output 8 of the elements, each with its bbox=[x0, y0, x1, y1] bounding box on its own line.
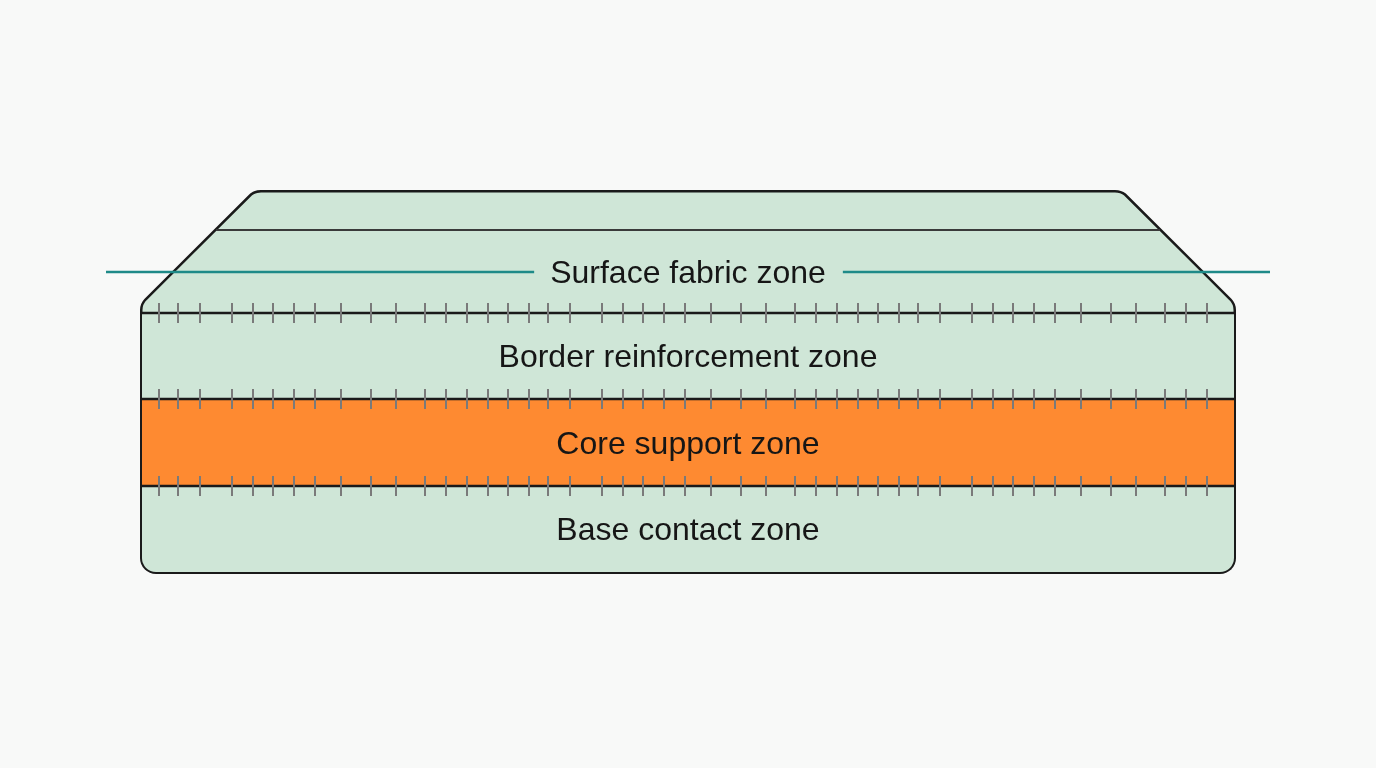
layer-label: Core support zone bbox=[556, 423, 820, 462]
mattress-base-layer bbox=[140, 486, 1236, 574]
layer-label: Surface fabric zone bbox=[550, 253, 826, 291]
mattress-layer bbox=[140, 313, 1236, 399]
mattress-core-layer bbox=[140, 399, 1236, 486]
mattress-top-layer bbox=[140, 190, 1236, 313]
layer-label: Base contact zone bbox=[556, 510, 820, 548]
layer-label: Border reinforcement zone bbox=[498, 337, 878, 375]
